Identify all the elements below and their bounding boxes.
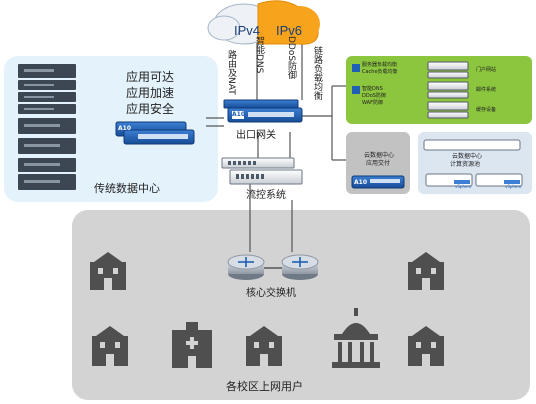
building-bottom-3 bbox=[246, 326, 282, 366]
green-left-2a: 智能DNS bbox=[362, 86, 383, 92]
routing-nat-label: 路由及NAT bbox=[226, 50, 236, 95]
building-bottom-5 bbox=[408, 326, 444, 366]
gateway-label: 出口网关 bbox=[236, 130, 276, 141]
server-rack-details bbox=[24, 69, 60, 183]
campus-zone bbox=[72, 210, 530, 400]
green-right-cache: 缓存设备 bbox=[476, 107, 497, 113]
ipv6-label: IPv6 bbox=[276, 23, 302, 38]
cloud-app-delivery-device bbox=[351, 175, 405, 189]
vsphere-badge-2: vSphere bbox=[505, 184, 522, 189]
cloud-app-title-1: 云数据中心 bbox=[364, 152, 395, 159]
connection-lines bbox=[206, 40, 346, 269]
ddos-defense-label: DDoS防御 bbox=[286, 36, 296, 80]
green-left-2c: WAF防御 bbox=[362, 100, 383, 106]
cloud-compute-title-1: 云数据中心 bbox=[452, 153, 483, 160]
campus-label: 各校区上网用户 bbox=[226, 380, 303, 393]
cloud-compute-title-2: 计算资源池 bbox=[450, 161, 481, 168]
green-left-2b: DDoS防御 bbox=[362, 93, 386, 99]
core-switch-right bbox=[281, 254, 319, 280]
internet-cloud bbox=[207, 0, 320, 45]
cloud-adc-brand: A10 bbox=[354, 179, 367, 186]
gateway-device-stack bbox=[223, 99, 303, 123]
campus-buildings bbox=[90, 252, 444, 368]
dc-feature-2: 应用加速 bbox=[126, 86, 175, 100]
green-right-portal: 门户网站 bbox=[476, 67, 497, 73]
hospital-building bbox=[172, 322, 212, 368]
ipv4-label: IPv4 bbox=[234, 23, 260, 38]
green-panel-devices bbox=[352, 61, 469, 119]
building-top-right bbox=[408, 252, 444, 290]
dc-adc-devices bbox=[115, 121, 195, 145]
dc-title: 传统数据中心 bbox=[94, 182, 160, 195]
capitol-building bbox=[332, 308, 380, 368]
green-left-1a: 服务器负载均衡 bbox=[362, 62, 398, 68]
smart-dns-label: 智能DNS bbox=[254, 36, 264, 74]
cloud-compute-devices bbox=[423, 139, 523, 187]
dc-adc-brand: A10 bbox=[118, 125, 131, 132]
flow-control-label: 流控系统 bbox=[246, 190, 286, 201]
dc-feature-1: 应用可达 bbox=[126, 70, 175, 84]
vsphere-badge-1: vSphere bbox=[455, 184, 472, 189]
gateway-brand: A10 bbox=[232, 111, 245, 118]
building-top-left bbox=[90, 252, 126, 290]
flow-control-devices bbox=[221, 157, 303, 185]
dc-feature-3: 应用安全 bbox=[126, 102, 175, 116]
link-load-balance-label: 链路负载均衡 bbox=[312, 46, 322, 100]
green-left-1b: Cache负载均衡 bbox=[362, 69, 398, 75]
core-switch-label: 核心交换机 bbox=[246, 288, 296, 299]
core-switch-left bbox=[227, 254, 265, 280]
cloud-app-title-2: 应用交付 bbox=[366, 160, 391, 167]
green-right-mail: 邮件系统 bbox=[476, 87, 497, 93]
building-bottom-1 bbox=[92, 326, 128, 366]
